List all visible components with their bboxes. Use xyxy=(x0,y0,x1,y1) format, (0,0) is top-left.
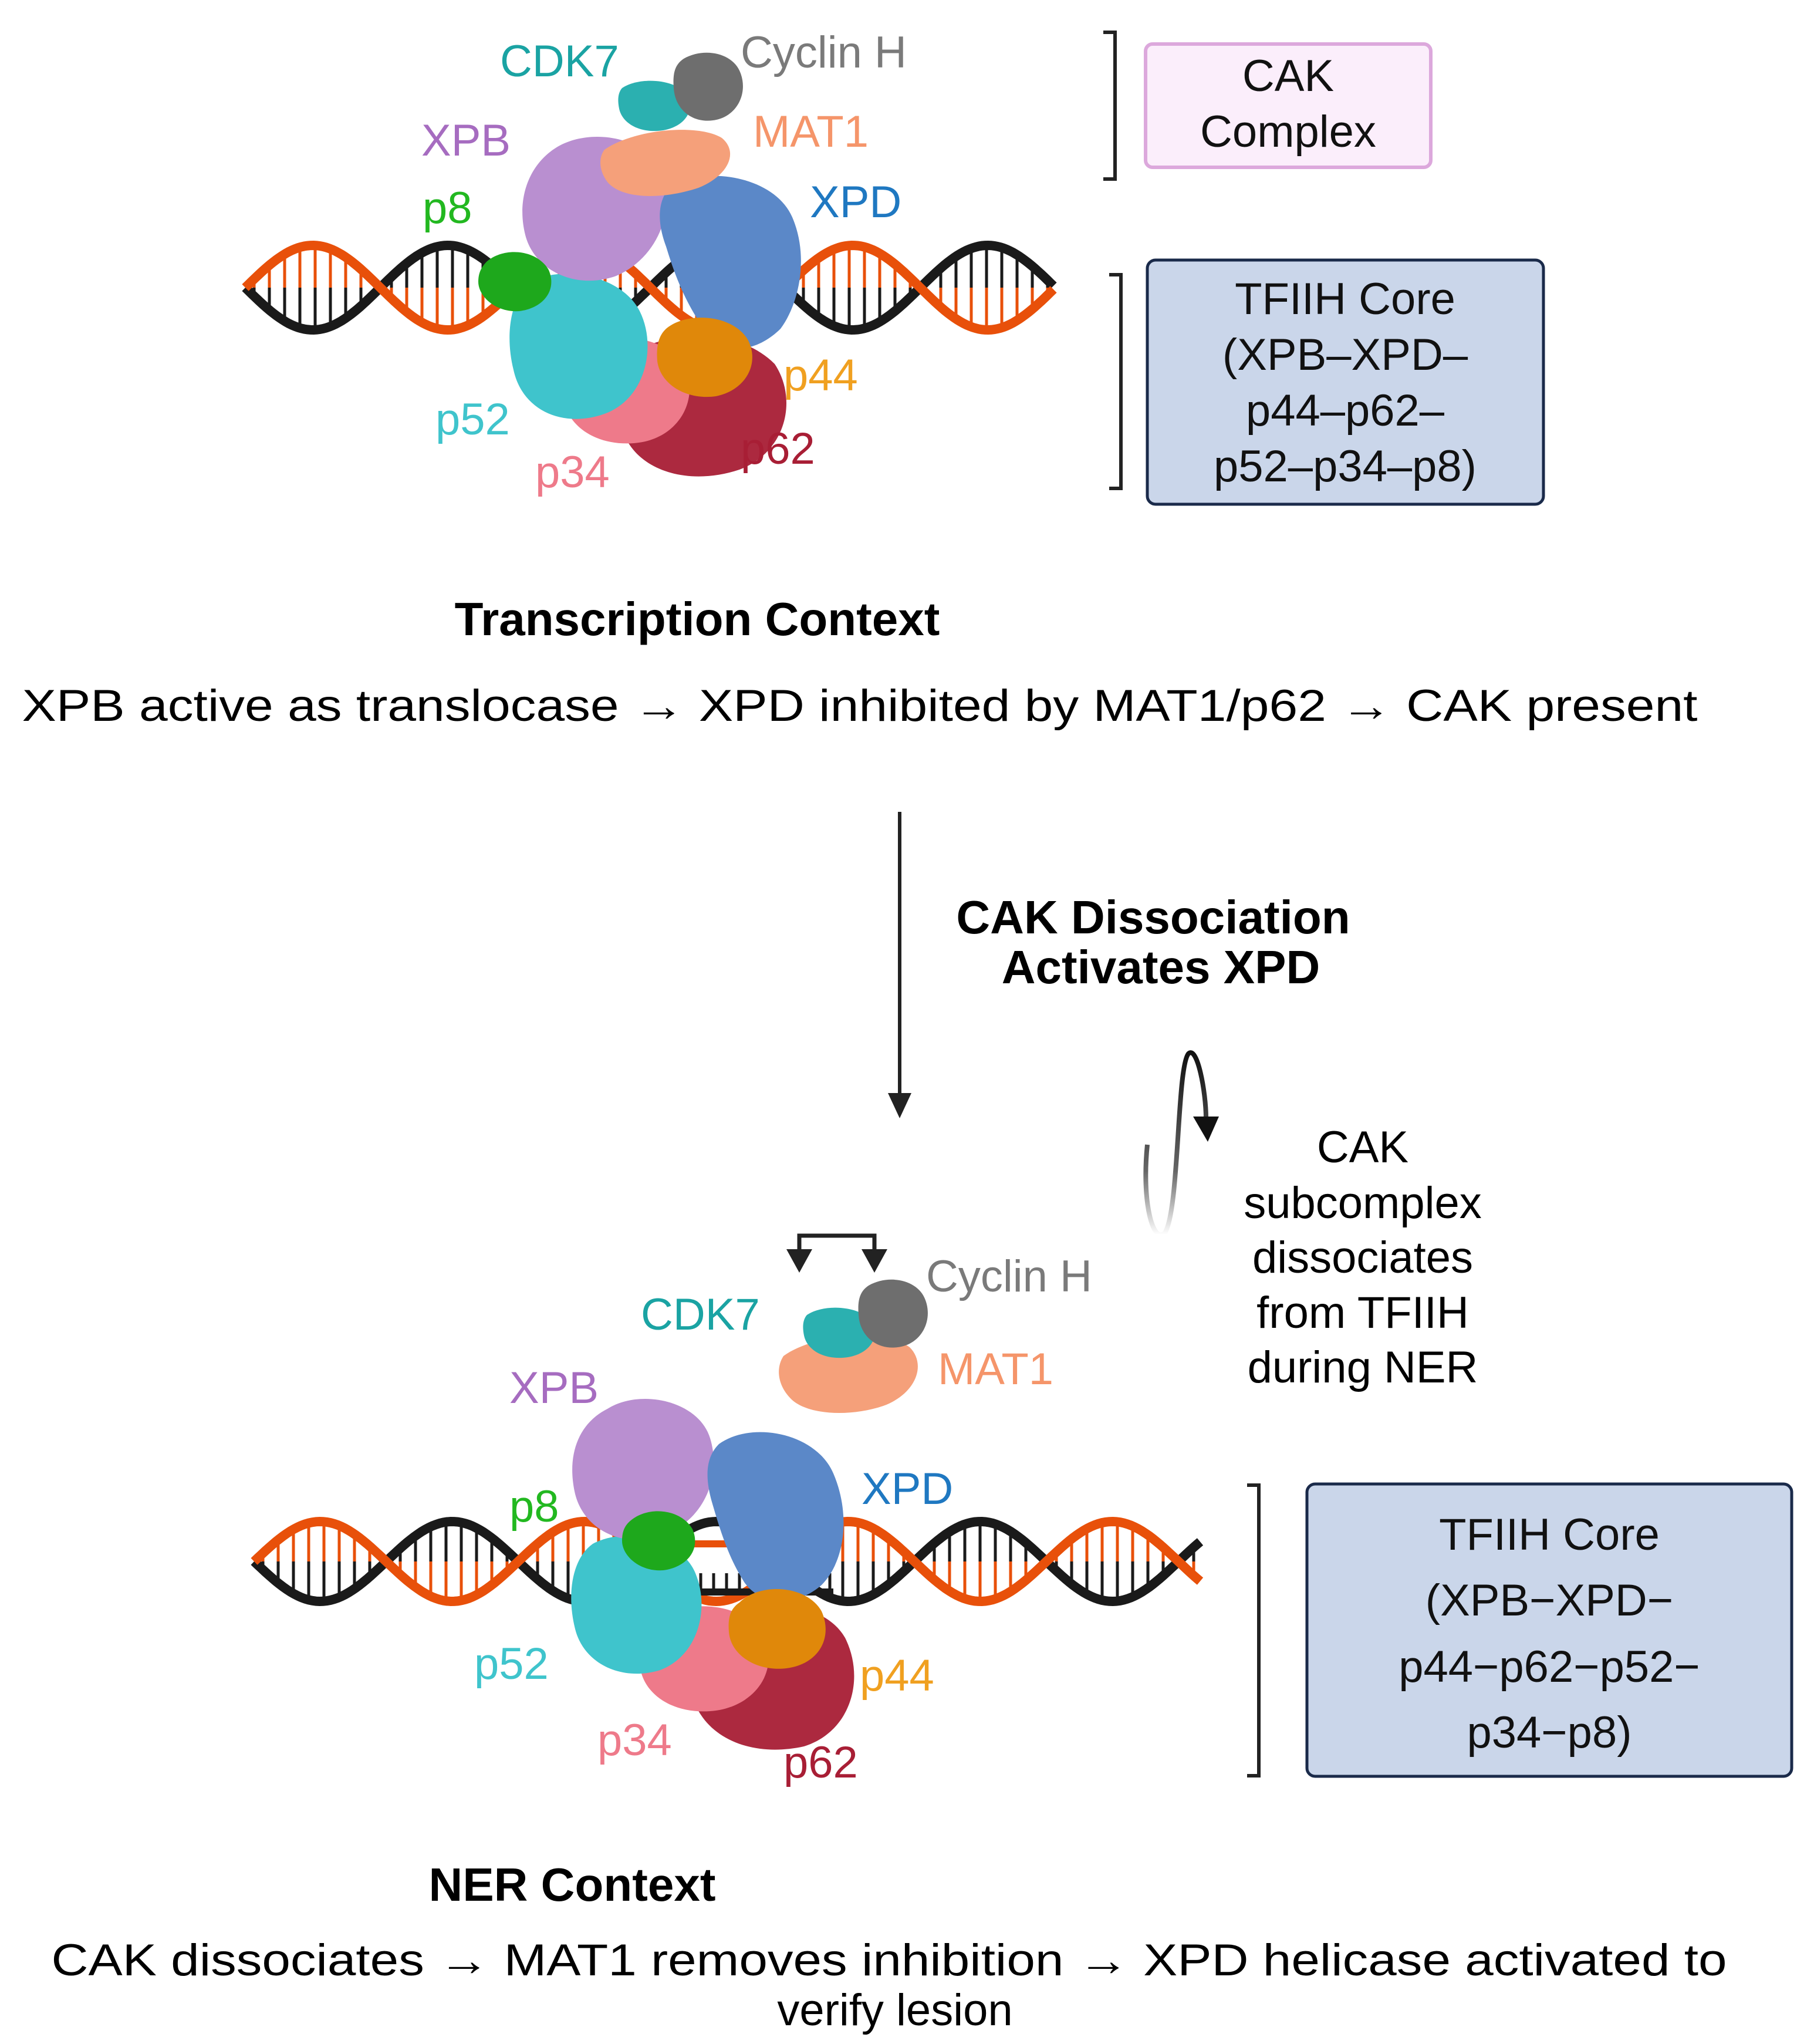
label-p52-top: p52 xyxy=(435,394,510,444)
p8-protein-top xyxy=(478,252,552,312)
dna-strand-orange xyxy=(251,1516,1204,1607)
top-complex xyxy=(478,52,801,477)
transcription-context-title: Transcription Context xyxy=(455,593,940,645)
mat1-protein-bottom xyxy=(779,1335,918,1413)
cdk7-protein-top xyxy=(618,80,690,131)
core-box-bottom-line-4: p34−p8) xyxy=(1467,1708,1631,1758)
ner-context-caption-line-1: CAK dissociates → MAT1 removes inhibitio… xyxy=(52,1935,1727,1985)
cdk7-protein-bottom xyxy=(803,1307,875,1358)
label-p34-top: p34 xyxy=(535,447,610,497)
side-label-line-1: CAK xyxy=(1317,1122,1408,1172)
bracket-cak-top xyxy=(1103,31,1117,181)
xpd-protein-bottom xyxy=(707,1432,844,1601)
label-p62-bottom: p62 xyxy=(783,1738,858,1787)
side-label-line-3: dissociates xyxy=(1252,1233,1473,1283)
label-p34-bottom: p34 xyxy=(597,1715,672,1765)
label-p44-top: p44 xyxy=(783,350,858,400)
xpb-protein-bottom xyxy=(572,1398,714,1540)
cak-box-line-2: Complex xyxy=(1200,107,1376,157)
ner-context-title: NER Context xyxy=(429,1859,716,1911)
bracket-core-top xyxy=(1109,273,1123,490)
label-cdk7-bottom: CDK7 xyxy=(641,1290,760,1340)
label-p52-bottom: p52 xyxy=(474,1639,549,1689)
side-label-line-5: during NER xyxy=(1248,1343,1478,1392)
core-box-top-line-4: p52–p34–p8) xyxy=(1214,441,1477,491)
xpd-protein-top xyxy=(660,176,801,349)
core-box-bottom-line-3: p44−p62−p52− xyxy=(1398,1642,1700,1692)
label-cyclin-h-top: Cyclin H xyxy=(741,28,907,77)
p52-protein-top xyxy=(509,274,648,419)
label-xpb-top: XPB xyxy=(421,116,511,166)
release-arrow-bracket xyxy=(797,1233,877,1256)
tfiih-core-box-bottom xyxy=(1305,1482,1793,1778)
bottom-complex xyxy=(571,1279,928,1750)
label-p8-top: p8 xyxy=(423,183,472,233)
dna-strand-orange xyxy=(242,240,1057,335)
label-cyclin-h-bottom: Cyclin H xyxy=(926,1252,1092,1301)
side-label-line-4: from TFIIH xyxy=(1256,1288,1469,1338)
cak-box-line-1: CAK xyxy=(1242,51,1334,101)
tfiih-core-box-top xyxy=(1146,258,1545,506)
squiggle-arrow-head xyxy=(1193,1117,1219,1142)
p44-protein-bottom xyxy=(728,1589,826,1669)
core-box-bottom-line-2: (XPB−XPD− xyxy=(1425,1576,1673,1625)
label-p62-top: p62 xyxy=(741,424,815,474)
arrow-label-line-2: Activates XPD xyxy=(1002,941,1320,993)
bracket-core-bottom xyxy=(1247,1483,1261,1777)
p8-protein-bottom xyxy=(622,1511,695,1571)
dissociation-squiggle-arrow xyxy=(1143,1050,1208,1237)
p52-protein-bottom xyxy=(571,1536,702,1674)
core-box-bottom-line-1: TFIIH Core xyxy=(1439,1510,1660,1560)
label-xpd-bottom: XPD xyxy=(862,1464,953,1514)
label-mat1-top: MAT1 xyxy=(753,107,869,157)
label-xpd-top: XPD xyxy=(810,177,901,227)
dissociation-arrow-head xyxy=(888,1093,911,1118)
label-xpb-bottom: XPB xyxy=(509,1363,599,1413)
label-p44-bottom: p44 xyxy=(860,1651,934,1701)
label-p8-bottom: p8 xyxy=(509,1482,559,1532)
core-box-top-line-1: TFIIH Core xyxy=(1235,274,1455,324)
side-label-line-2: subcomplex xyxy=(1244,1178,1482,1228)
release-arrow-head-left xyxy=(786,1249,812,1273)
p44-protein-top xyxy=(657,318,752,397)
release-arrow-head-right xyxy=(862,1249,887,1273)
dna-helix-top xyxy=(242,240,1057,335)
label-mat1-bottom: MAT1 xyxy=(938,1344,1053,1394)
core-box-top-line-3: p44–p62– xyxy=(1246,386,1445,436)
cak-complex-box xyxy=(1144,42,1433,169)
cyclin-h-protein-top xyxy=(673,52,743,121)
transcription-context-caption: XPB active as translocase → XPD inhibite… xyxy=(22,681,1698,731)
label-cdk7-top: CDK7 xyxy=(500,36,619,86)
cyclin-h-protein-bottom xyxy=(858,1279,928,1348)
ner-context-caption-line-2: verify lesion xyxy=(777,1985,1012,2035)
core-box-top-line-2: (XPB–XPD– xyxy=(1222,330,1468,380)
mat1-protein-top xyxy=(600,130,731,196)
arrow-label-line-1: CAK Dissociation xyxy=(956,891,1350,943)
